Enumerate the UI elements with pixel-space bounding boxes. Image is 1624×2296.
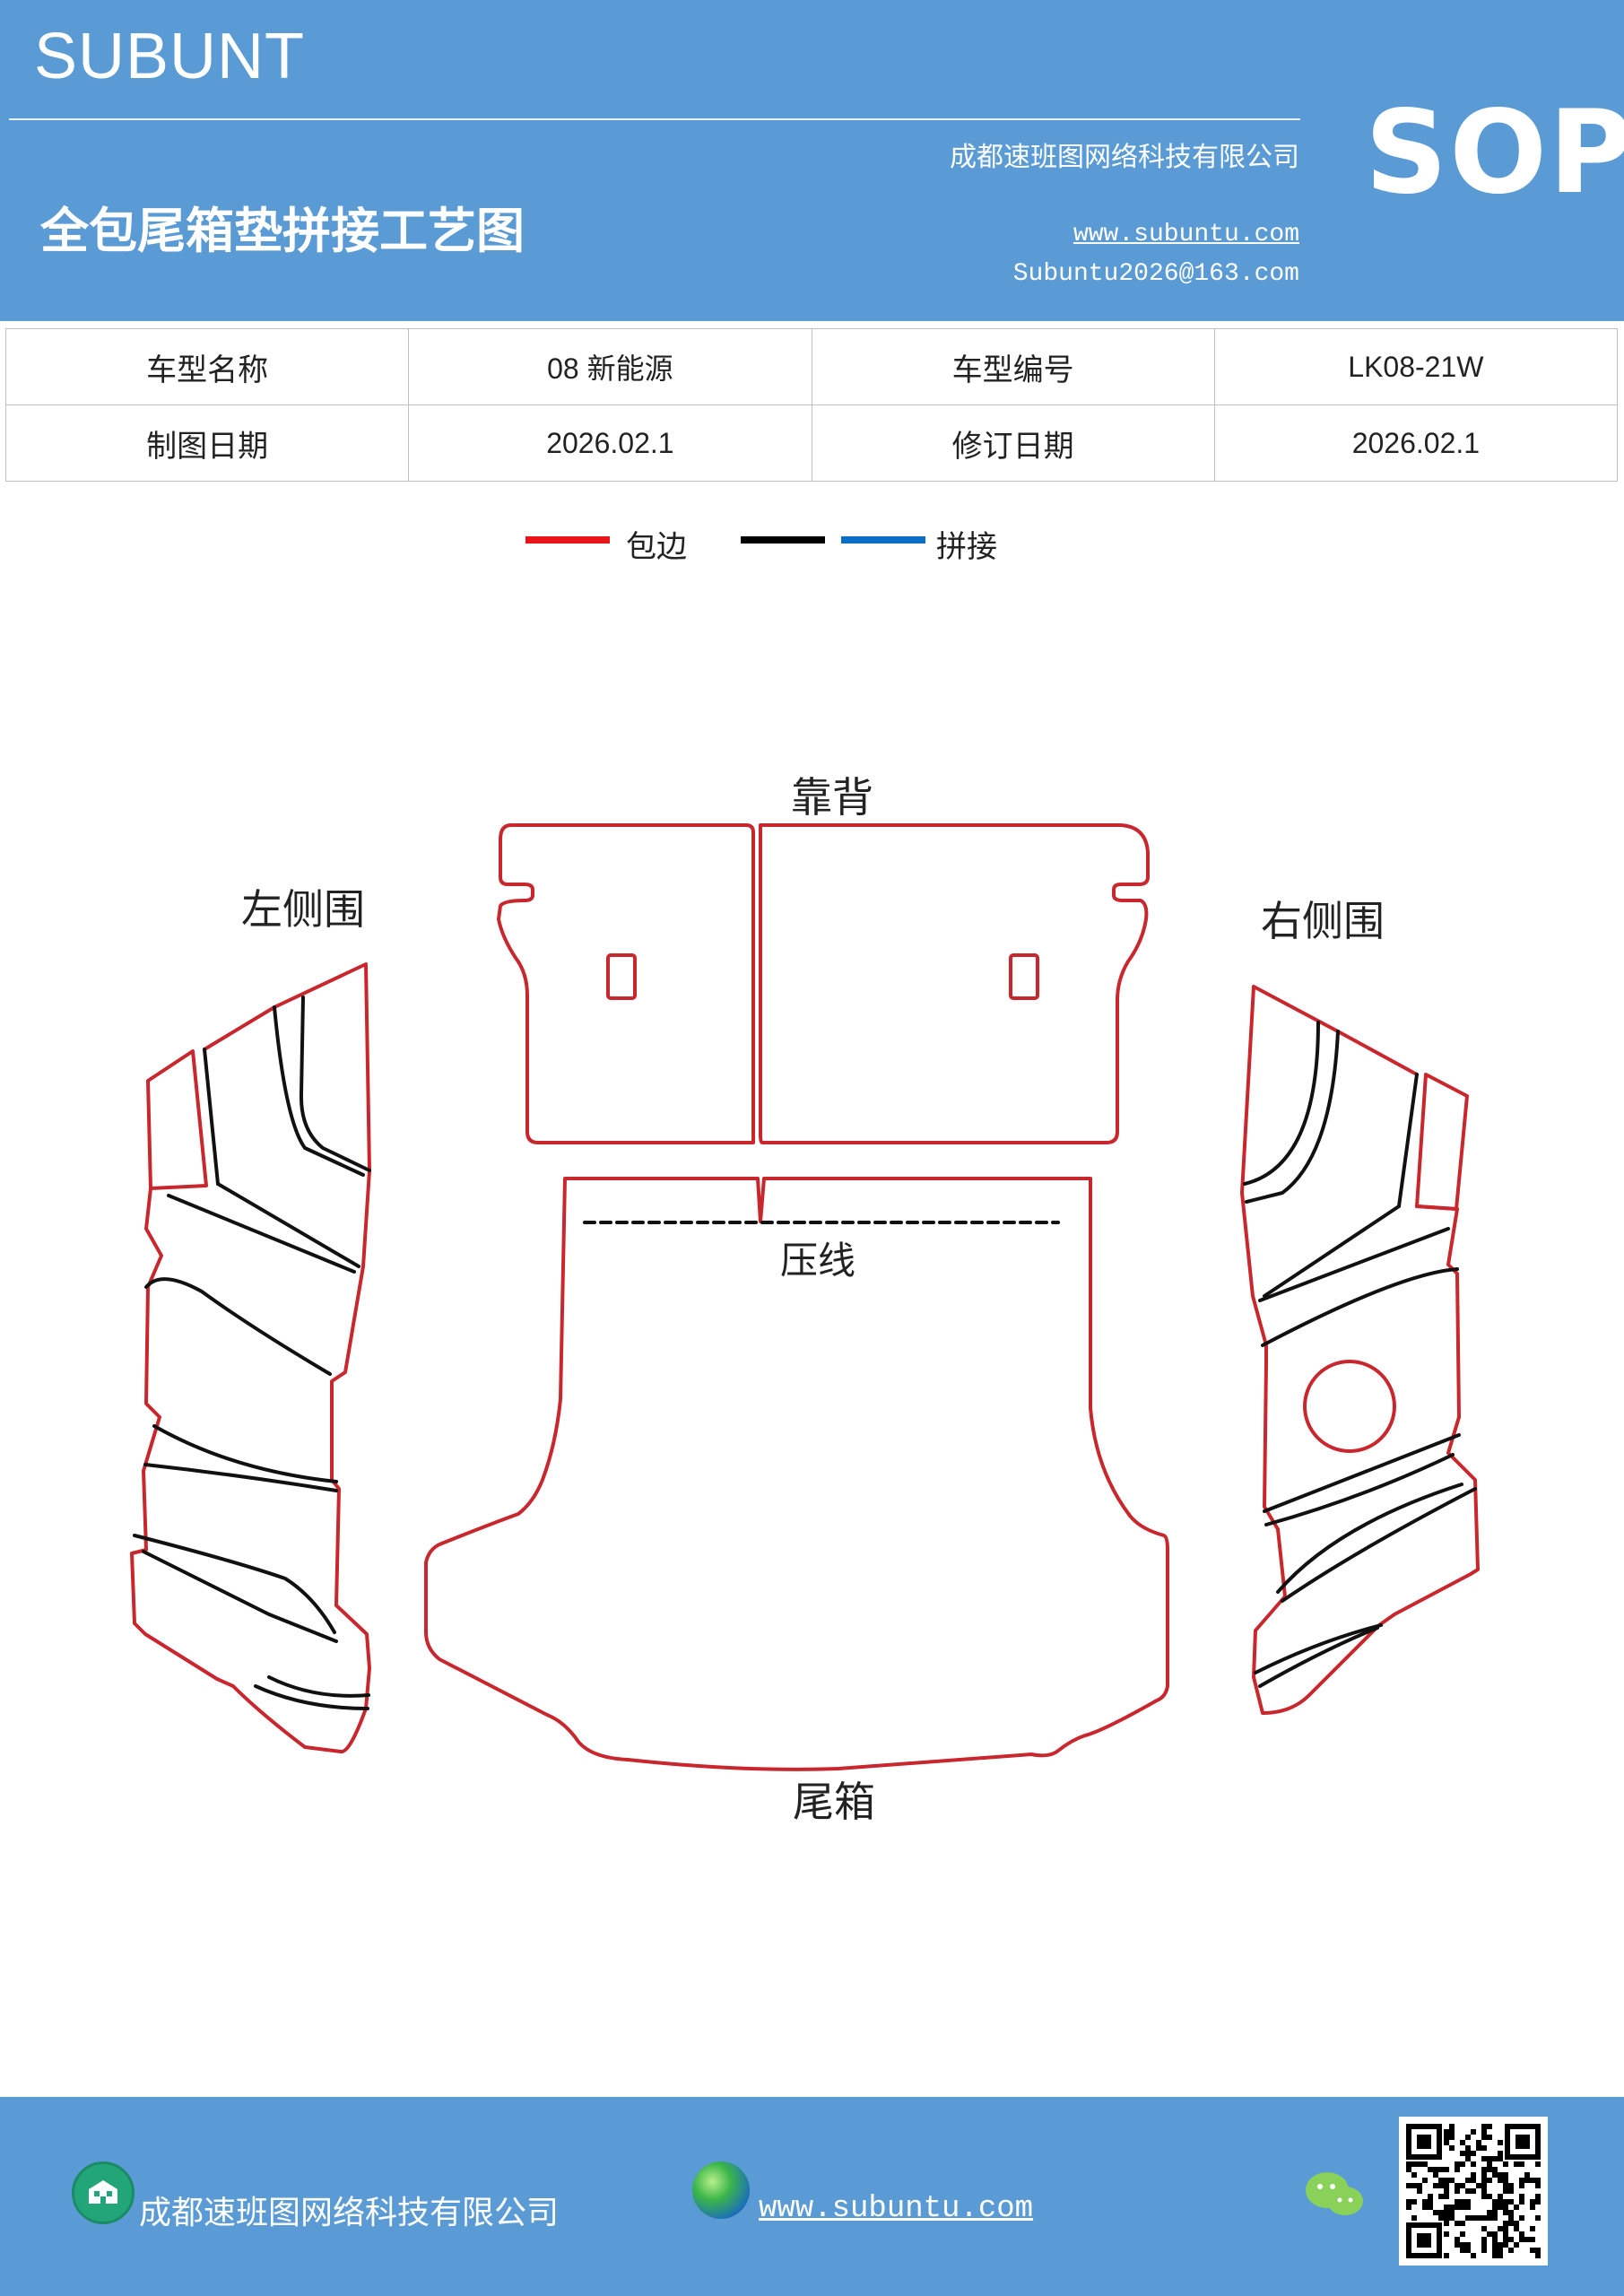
legend-label-edge: 包边 (626, 529, 687, 565)
label-model-name: 车型名称 (4, 328, 410, 405)
left-seam (299, 996, 371, 1172)
label-right-side: 右侧围 (1261, 897, 1385, 945)
value-model-name: 08 新能源 (408, 328, 812, 405)
left-seam (273, 1005, 365, 1177)
right-seam (1254, 1623, 1383, 1674)
label-model-code: 车型编号 (811, 328, 1215, 405)
left-seam (143, 1463, 338, 1492)
right-seam (1264, 1453, 1455, 1526)
globe-icon (692, 2161, 750, 2219)
header-company: 成都速班图网络科技有限公司 (950, 142, 1299, 173)
left-seam (267, 1675, 370, 1698)
trunk-floor-panel (424, 1177, 1169, 1771)
wechat-icon[interactable] (1302, 2169, 1367, 2222)
value-revision-date: 2026.02.1 (1213, 404, 1619, 482)
right-seam (1243, 1021, 1320, 1186)
building-icon (72, 2161, 135, 2224)
backrest-right-panel (759, 823, 1150, 1144)
legend-blue-line (841, 536, 925, 544)
right-seam (1263, 1205, 1401, 1298)
legend-red-line (525, 536, 610, 544)
right-seam (1261, 1267, 1459, 1347)
header-website-link[interactable]: www.subuntu.com (1073, 221, 1299, 248)
backrest-left-slot (606, 953, 637, 1000)
right-seam (1276, 1483, 1463, 1594)
backrest-right-slot (1009, 953, 1039, 1000)
right-seam (1258, 1227, 1450, 1302)
table-row: 车型名称 08 新能源 车型编号 LK08-21W (4, 328, 1619, 405)
right-side-outline (1415, 1073, 1469, 1211)
value-model-code: LK08-21W (1213, 328, 1619, 405)
left-side-outline (130, 962, 371, 1753)
label-left-side: 左侧围 (241, 885, 365, 934)
right-seam (1281, 1487, 1477, 1603)
legend-black-line (741, 536, 825, 544)
header-divider (9, 118, 1300, 120)
footer-company: 成都速班图网络科技有限公司 (139, 2195, 560, 2231)
left-seam (203, 1048, 220, 1186)
header-banner: SUBUNT 成都速班图网络科技有限公司 全包尾箱垫拼接工艺图 www.subu… (0, 0, 1624, 321)
value-draw-date: 2026.02.1 (408, 404, 812, 482)
right-seam (1245, 1030, 1340, 1204)
document-title: 全包尾箱垫拼接工艺图 (40, 203, 525, 259)
label-backrest: 靠背 (791, 773, 873, 822)
right-side-outline (1240, 985, 1480, 1715)
left-seam (133, 1534, 336, 1634)
header-email[interactable]: Subuntu2026@163.com (1012, 260, 1299, 288)
left-seam (254, 1684, 369, 1710)
backrest-left-panel (497, 823, 755, 1144)
right-seam (1397, 1073, 1419, 1208)
footer-website-link[interactable]: www.subuntu.com (759, 2192, 1034, 2226)
left-seam (216, 1182, 360, 1268)
label-crease: 压线 (780, 1239, 855, 1283)
left-seam (144, 1277, 332, 1376)
right-side-hole (1303, 1360, 1396, 1453)
left-seam (167, 1194, 356, 1274)
sop-badge: SOP (1365, 86, 1624, 220)
legend: 包边 拼接 (0, 520, 1624, 574)
left-side-outline (146, 1049, 208, 1190)
right-seam (1263, 1433, 1461, 1513)
left-seam (152, 1424, 338, 1483)
right-seam (1258, 1626, 1379, 1688)
info-table: 车型名称 08 新能源 车型编号 LK08-21W 制图日期 2026.02.1… (4, 328, 1619, 482)
legend-label-splice: 拼接 (936, 529, 997, 565)
left-seam (142, 1550, 338, 1643)
footer-banner: 成都速班图网络科技有限公司 www.subuntu.com (0, 2097, 1624, 2296)
label-revision-date: 修订日期 (811, 404, 1215, 482)
label-draw-date: 制图日期 (4, 404, 410, 482)
label-trunk: 尾箱 (793, 1778, 875, 1826)
qr-code[interactable] (1399, 2117, 1548, 2266)
table-row: 制图日期 2026.02.1 修订日期 2026.02.1 (4, 404, 1619, 482)
brand-name: SUBUNT (34, 21, 306, 92)
